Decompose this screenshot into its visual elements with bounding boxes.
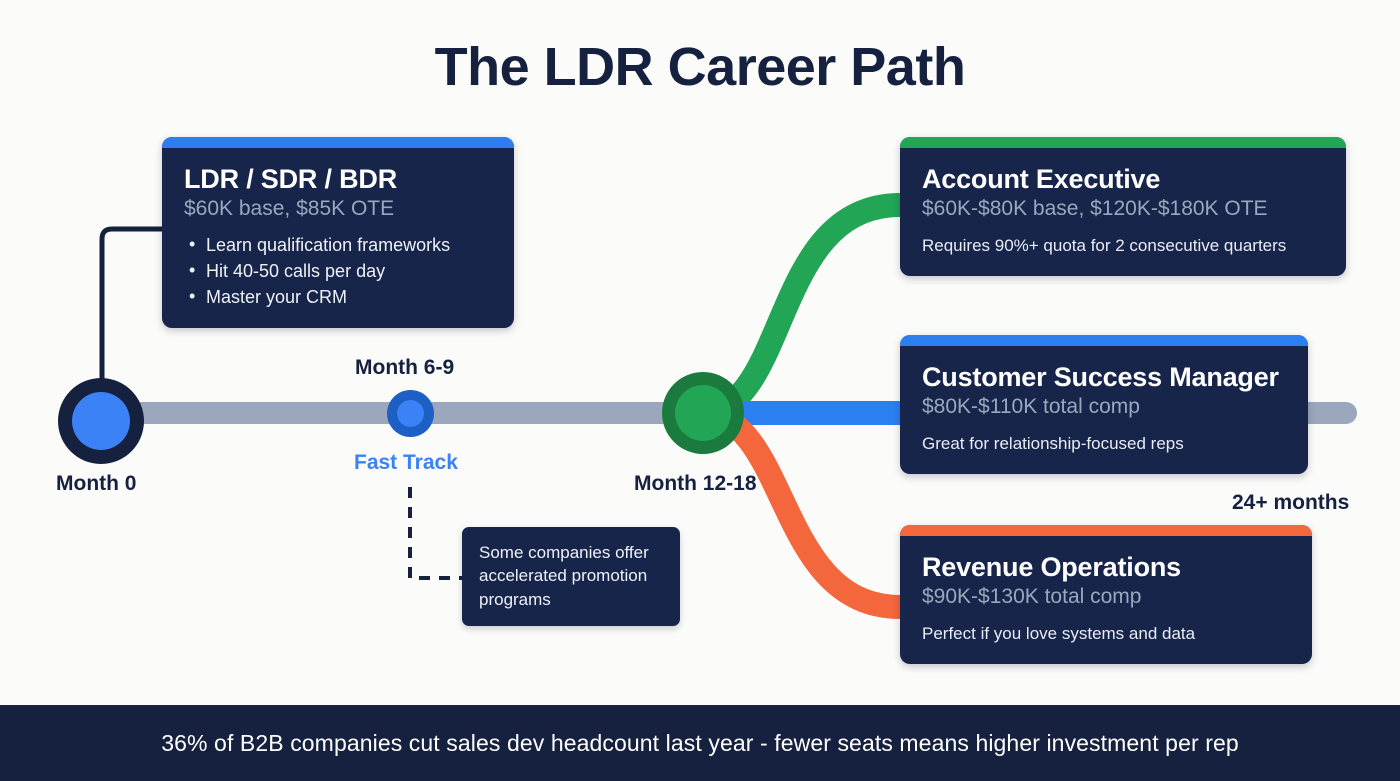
- card-customer-success-manager[interactable]: Customer Success Manager $80K-$110K tota…: [900, 335, 1308, 474]
- bottom-banner-text: 36% of B2B companies cut sales dev headc…: [161, 729, 1239, 756]
- timeline-node-core-branch: [675, 385, 731, 441]
- list-item: Learn qualification frameworks: [184, 233, 492, 259]
- card-note-revenue-operations: Perfect if you love systems and data: [922, 624, 1196, 644]
- card-body-customer-success-manager: Customer Success Manager $80K-$110K tota…: [900, 346, 1308, 474]
- card-note-account-executive: Requires 90%+ quota for 2 consecutive qu…: [922, 236, 1287, 256]
- timeline-node-core-fast-track: [397, 400, 424, 427]
- timeline-node-month-0[interactable]: [58, 378, 144, 464]
- list-item: Master your CRM: [184, 284, 492, 311]
- card-subtitle-account-executive: $60K-$80K base, $120K-$180K OTE: [922, 197, 1268, 221]
- timeline-label-month-12-18: Month 12-18: [634, 472, 757, 495]
- card-body-account-executive: Account Executive $60K-$80K base, $120K-…: [900, 148, 1346, 276]
- card-revenue-operations[interactable]: Revenue Operations $90K-$130K total comp…: [900, 525, 1312, 664]
- card-subtitle-customer-success-manager: $80K-$110K total comp: [922, 395, 1140, 419]
- connector-ldr-to-month0: [99, 226, 162, 400]
- card-ldr-sdr-bdr[interactable]: LDR / SDR / BDR $60K base, $85K OTE Lear…: [162, 137, 514, 329]
- card-accent-bar-revenue-operations: [900, 525, 1312, 536]
- connector-fast-track-annotation: [408, 487, 462, 580]
- card-title-ldr: LDR / SDR / BDR: [184, 164, 398, 194]
- card-account-executive[interactable]: Account Executive $60K-$80K base, $120K-…: [900, 137, 1346, 276]
- timeline-label-month-0: Month 0: [56, 472, 137, 495]
- card-accent-bar-account-executive: [900, 137, 1346, 148]
- page-title: The LDR Career Path: [434, 37, 966, 97]
- card-note-customer-success-manager: Great for relationship-focused reps: [922, 434, 1184, 454]
- card-bullet-list-ldr: Learn qualification frameworks Hit 40-50…: [184, 233, 492, 310]
- timeline-node-core-month-0: [72, 392, 130, 450]
- timeline-label-fast-track: Fast Track: [354, 451, 458, 474]
- card-title-revenue-operations: Revenue Operations: [922, 552, 1181, 582]
- timeline-label-24-plus-months: 24+ months: [1232, 491, 1350, 514]
- card-accent-bar-customer-success-manager: [900, 335, 1308, 346]
- timeline-node-fast-track[interactable]: [387, 390, 434, 437]
- card-subtitle-ldr: $60K base, $85K OTE: [184, 197, 395, 221]
- card-body-ldr: LDR / SDR / BDR $60K base, $85K OTE Lear…: [162, 148, 514, 328]
- bottom-banner: 36% of B2B companies cut sales dev headc…: [0, 705, 1400, 781]
- timeline-label-month-6-9: Month 6-9: [355, 356, 455, 379]
- card-accent-bar-ldr: [162, 137, 514, 148]
- timeline-node-branch-month-12-18[interactable]: [662, 372, 744, 454]
- annotation-fast-track-callout: Some companies offer accelerated promoti…: [462, 527, 680, 627]
- annotation-text: Some companies offer accelerated promoti…: [479, 543, 649, 609]
- card-body-revenue-operations: Revenue Operations $90K-$130K total comp…: [900, 536, 1312, 664]
- card-title-customer-success-manager: Customer Success Manager: [922, 362, 1279, 392]
- card-title-account-executive: Account Executive: [922, 164, 1161, 194]
- list-item: Hit 40-50 calls per day: [184, 258, 492, 285]
- card-subtitle-revenue-operations: $90K-$130K total comp: [922, 585, 1142, 609]
